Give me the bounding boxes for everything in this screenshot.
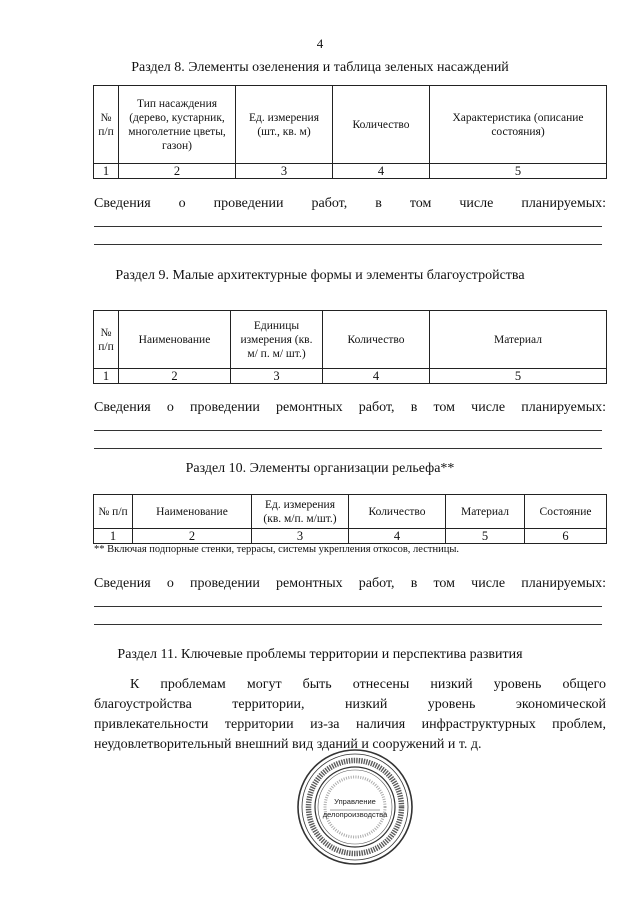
header-cell: Состояние bbox=[524, 494, 607, 529]
table-cell: 1 bbox=[93, 528, 133, 544]
table-cell: 3 bbox=[230, 368, 323, 384]
paragraph-line: К проблемам могут быть отнесены низкий у… bbox=[130, 677, 606, 692]
header-cell: Единицы измерения (кв. м/ п. м/ шт.) bbox=[230, 310, 323, 369]
section-8-table: № п/п Тип насаждения (дерево, кустарник,… bbox=[93, 85, 607, 179]
table-cell: 5 bbox=[445, 528, 525, 544]
header-cell: Тип насаждения (дерево, кустарник, много… bbox=[118, 85, 236, 164]
page-number: 4 bbox=[316, 36, 324, 51]
section-10-info: Сведения о проведении ремонтных работ, в… bbox=[94, 576, 606, 591]
header-cell: Количество bbox=[332, 85, 430, 164]
header-cell: № п/п bbox=[93, 310, 119, 369]
table-header-row: № п/п Наименование Ед. измерения (кв. м/… bbox=[93, 494, 607, 529]
table-cell: 2 bbox=[118, 368, 231, 384]
table-cell: 6 bbox=[524, 528, 607, 544]
table-cell: 4 bbox=[348, 528, 446, 544]
section-9-info: Сведения о проведении ремонтных работ, в… bbox=[94, 400, 606, 415]
header-cell: Характеристика (описание состояния) bbox=[429, 85, 607, 164]
header-cell: Количество bbox=[348, 494, 446, 529]
section-9-table: № п/п Наименование Единицы измерения (кв… bbox=[93, 310, 607, 384]
table-cell: 5 bbox=[429, 368, 607, 384]
paragraph-line: неудовлетворительный внешний вид зданий … bbox=[94, 737, 482, 752]
fill-line bbox=[94, 244, 602, 245]
header-cell: Наименование bbox=[118, 310, 231, 369]
table-cell: 4 bbox=[322, 368, 430, 384]
header-cell: Количество bbox=[322, 310, 430, 369]
fill-line bbox=[94, 624, 602, 625]
table-cell: 2 bbox=[132, 528, 252, 544]
seal-ring-text-decoration bbox=[305, 757, 405, 857]
section-10-table: № п/п Наименование Ед. измерения (кв. м/… bbox=[93, 494, 607, 544]
section-9-title: Раздел 9. Малые архитектурные формы и эл… bbox=[115, 268, 525, 283]
paragraph-line: привлекательности территории из-за налич… bbox=[94, 717, 606, 732]
table-header-row: № п/п Тип насаждения (дерево, кустарник,… bbox=[93, 85, 607, 164]
section-8-info: Сведения о проведении работ, в том числе… bbox=[94, 196, 606, 211]
header-cell: № п/п bbox=[93, 85, 119, 164]
fill-line bbox=[94, 430, 602, 431]
table-header-row: № п/п Наименование Единицы измерения (кв… bbox=[93, 310, 607, 369]
header-cell: Ед. измерения (кв. м/п. м/шт.) bbox=[251, 494, 349, 529]
table-cell: 1 bbox=[93, 163, 119, 179]
table-cell: 5 bbox=[429, 163, 607, 179]
table-cell: 3 bbox=[251, 528, 349, 544]
fill-line bbox=[94, 606, 602, 607]
section-8-title: Раздел 8. Элементы озеленения и таблица … bbox=[131, 60, 509, 75]
section-10-title: Раздел 10. Элементы организации рельефа*… bbox=[185, 461, 455, 476]
header-cell: Материал bbox=[429, 310, 607, 369]
header-cell: Ед. измерения (шт., кв. м) bbox=[235, 85, 333, 164]
section-11-title: Раздел 11. Ключевые проблемы территории … bbox=[117, 647, 523, 662]
official-seal: Управление делопроизводства bbox=[297, 749, 413, 865]
table-cell: 4 bbox=[332, 163, 430, 179]
table-cell: 3 bbox=[235, 163, 333, 179]
table-row: 1 2 3 4 5 6 bbox=[93, 528, 607, 544]
header-cell: Материал bbox=[445, 494, 525, 529]
header-cell: Наименование bbox=[132, 494, 252, 529]
fill-line bbox=[94, 226, 602, 227]
table-row: 1 2 3 4 5 bbox=[93, 163, 607, 179]
seal-text-line1: Управление bbox=[334, 797, 376, 806]
section-11-paragraph: К проблемам могут быть отнесены низкий у… bbox=[94, 675, 606, 755]
table-cell: 1 bbox=[93, 368, 119, 384]
header-cell: № п/п bbox=[93, 494, 133, 529]
section-10-footnote: ** Включая подпорные стенки, террасы, си… bbox=[94, 544, 460, 555]
seal-text-line2: делопроизводства bbox=[323, 810, 388, 819]
fill-line bbox=[94, 448, 602, 449]
table-cell: 2 bbox=[118, 163, 236, 179]
paragraph-line: благоустройства территории, низкий урове… bbox=[94, 697, 606, 712]
table-row: 1 2 3 4 5 bbox=[93, 368, 607, 384]
